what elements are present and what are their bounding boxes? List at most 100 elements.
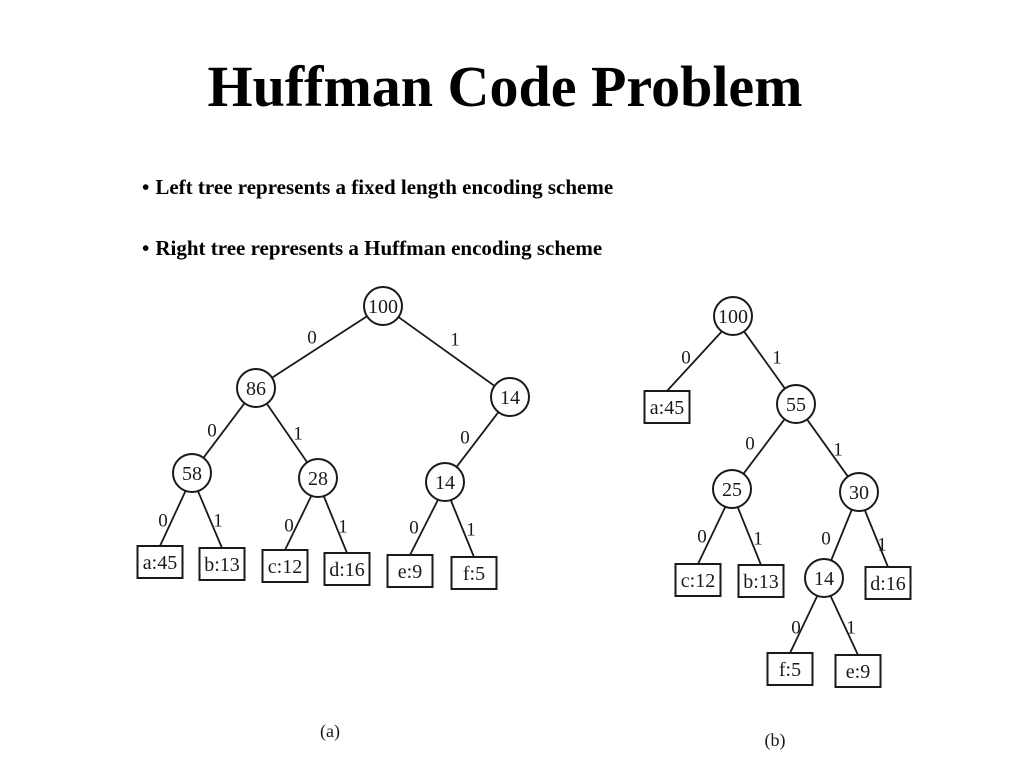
leaf-node-box bbox=[450, 556, 498, 590]
edge-bit-label: 0 bbox=[745, 434, 755, 455]
internal-node-label: 14 bbox=[435, 472, 455, 494]
internal-node-label: 25 bbox=[722, 479, 742, 501]
tree-edge bbox=[742, 418, 786, 475]
tree-edge bbox=[743, 330, 786, 390]
tree-edge bbox=[697, 506, 727, 565]
internal-node-label: 58 bbox=[182, 463, 202, 485]
leaf-node-box bbox=[834, 654, 882, 688]
tree-edge bbox=[322, 495, 348, 554]
leaf-node-box bbox=[864, 566, 912, 600]
internal-node-label: 86 bbox=[246, 378, 266, 400]
internal-node-circle bbox=[425, 462, 465, 502]
tree-edge bbox=[197, 490, 223, 549]
bullet-item-fixed-length: •Left tree represents a fixed length enc… bbox=[142, 172, 613, 202]
leaf-node-label: c:12 bbox=[268, 556, 302, 578]
tree-edge bbox=[830, 509, 853, 561]
tree-edge bbox=[409, 499, 439, 556]
edge-bit-label: 0 bbox=[409, 518, 419, 539]
tree-edge bbox=[829, 595, 859, 656]
edge-bit-label: 0 bbox=[697, 527, 707, 548]
tree-edge bbox=[736, 506, 762, 566]
internal-node-label: 14 bbox=[500, 387, 520, 409]
tree-edge bbox=[666, 330, 723, 392]
leaf-node-box bbox=[737, 564, 785, 598]
tree-edge bbox=[202, 402, 246, 459]
edge-bit-label: 1 bbox=[833, 440, 843, 461]
internal-node-label: 14 bbox=[814, 568, 834, 590]
internal-node-circle bbox=[712, 469, 752, 509]
internal-node-label: 28 bbox=[308, 468, 328, 490]
leaf-node-box bbox=[766, 652, 814, 686]
leaf-node-label: d:16 bbox=[870, 573, 906, 595]
leaf-node-label: f:5 bbox=[463, 563, 485, 585]
tree-edge bbox=[271, 315, 368, 379]
internal-node-circle bbox=[363, 286, 403, 326]
slide-title: Huffman Code Problem bbox=[207, 54, 803, 119]
tree-edge bbox=[397, 316, 496, 387]
leaf-node-box bbox=[198, 547, 246, 581]
edge-bit-label: 1 bbox=[450, 330, 460, 351]
tree-caption: (b) bbox=[765, 730, 786, 751]
leaf-node-box bbox=[674, 563, 722, 597]
edge-bit-label: 1 bbox=[213, 511, 223, 532]
tree-edge bbox=[449, 499, 475, 558]
internal-node-circle bbox=[490, 377, 530, 417]
tree-caption: (a) bbox=[320, 721, 340, 742]
leaf-node-box bbox=[136, 545, 184, 579]
leaf-node-label: c:12 bbox=[681, 570, 715, 592]
leaf-node-box bbox=[386, 554, 434, 588]
edge-bit-label: 1 bbox=[772, 348, 782, 369]
bullet-item-huffman: •Right tree represents a Huffman encodin… bbox=[142, 233, 613, 263]
leaf-node-box bbox=[261, 549, 309, 583]
bullet-text: Right tree represents a Huffman encoding… bbox=[155, 236, 603, 260]
tree-edge bbox=[789, 595, 819, 654]
edge-bit-label: 0 bbox=[460, 428, 470, 449]
edge-bit-label: 1 bbox=[293, 424, 303, 445]
leaf-node-label: b:13 bbox=[204, 554, 240, 576]
tree-edge bbox=[266, 403, 308, 463]
leaf-node-label: a:45 bbox=[650, 397, 684, 419]
edge-bit-label: 1 bbox=[877, 535, 887, 556]
edge-bit-label: 0 bbox=[681, 348, 691, 369]
bullet-marker: • bbox=[142, 175, 150, 199]
edge-bit-label: 0 bbox=[307, 328, 317, 349]
edge-bit-label: 1 bbox=[753, 529, 763, 550]
edge-bit-label: 0 bbox=[791, 618, 801, 639]
leaf-node-box bbox=[643, 390, 691, 424]
tree-edge bbox=[284, 495, 313, 551]
leaf-node-label: a:45 bbox=[143, 552, 177, 574]
internal-node-circle bbox=[172, 453, 212, 493]
bullet-marker: • bbox=[142, 236, 150, 260]
tree-edge bbox=[863, 509, 889, 568]
leaf-node-box bbox=[323, 552, 371, 586]
edge-bit-label: 0 bbox=[284, 516, 294, 537]
leaf-node-label: f:5 bbox=[779, 659, 801, 681]
huffman-tree: 0 1 0 1 0 1 0 1 0 1 100 a:45 55 25 30 c:12 b:13 14 d:16 f:5… bbox=[643, 296, 912, 751]
internal-node-circle bbox=[298, 458, 338, 498]
leaf-node-label: e:9 bbox=[398, 561, 422, 583]
edge-bit-label: 1 bbox=[466, 520, 476, 541]
internal-node-circle bbox=[776, 384, 816, 424]
tree-edge bbox=[455, 411, 500, 468]
edge-bit-label: 1 bbox=[846, 618, 856, 639]
edge-bit-label: 0 bbox=[158, 511, 168, 532]
internal-node-circle bbox=[713, 296, 753, 336]
internal-node-label: 100 bbox=[718, 306, 748, 328]
bullet-text: Left tree represents a fixed length enco… bbox=[155, 175, 614, 199]
leaf-node-label: e:9 bbox=[846, 661, 870, 683]
internal-node-label: 30 bbox=[849, 482, 869, 504]
tree-edge bbox=[159, 490, 187, 547]
leaf-node-label: d:16 bbox=[329, 559, 365, 581]
bullet-list: •Left tree represents a fixed length enc… bbox=[142, 172, 613, 263]
internal-node-label: 55 bbox=[786, 394, 806, 416]
tree-edge bbox=[806, 418, 849, 478]
internal-node-circle bbox=[236, 368, 276, 408]
leaf-node-label: b:13 bbox=[743, 571, 779, 593]
edge-bit-label: 0 bbox=[821, 529, 831, 550]
internal-node-label: 100 bbox=[368, 296, 398, 318]
internal-node-circle bbox=[839, 472, 879, 512]
internal-node-circle bbox=[804, 558, 844, 598]
